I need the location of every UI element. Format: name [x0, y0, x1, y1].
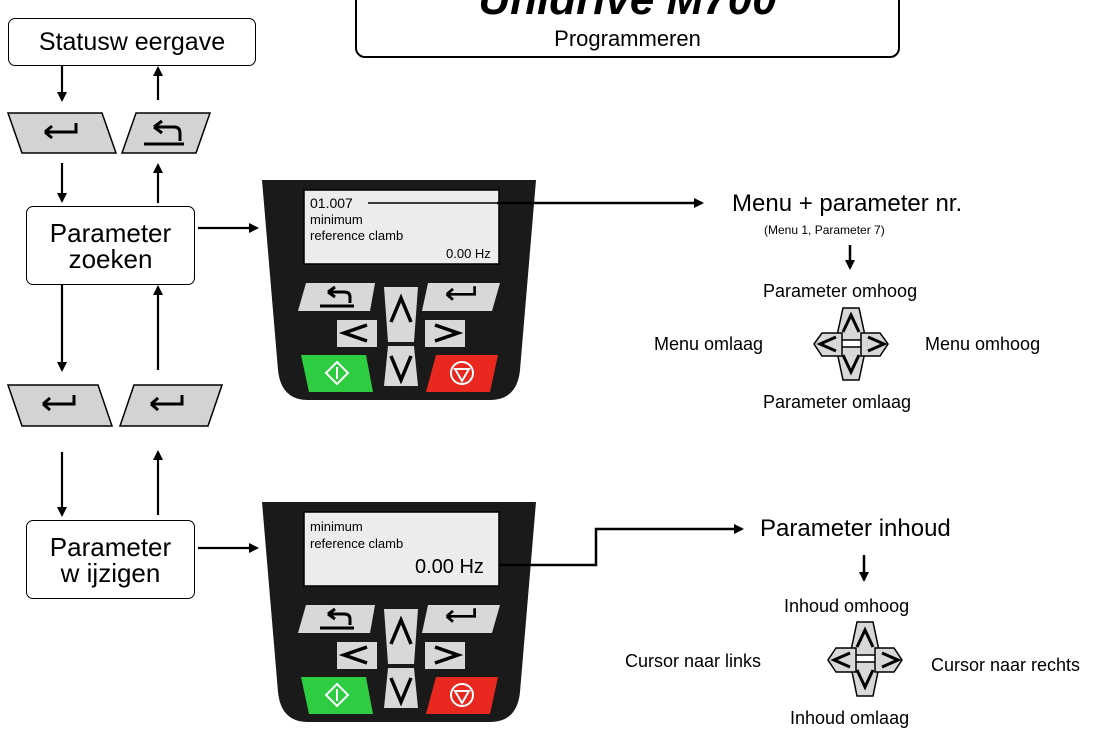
- stop-key-pad1: [426, 355, 498, 392]
- up-arrow-icon: [389, 293, 413, 323]
- keypad-1: [262, 180, 536, 400]
- nav2-right-label: Cursor naar rechts: [931, 655, 1081, 675]
- back-icon: [144, 119, 184, 146]
- start-icon: [324, 682, 350, 708]
- nav1-left-label: Menu omlaag: [654, 334, 764, 354]
- title-subtitle: Programmeren: [554, 26, 701, 51]
- parameter-edit-line1: Parameter: [49, 531, 172, 562]
- enter-key-3[interactable]: [118, 384, 224, 427]
- down-arrow-icon: [389, 677, 413, 707]
- up-arrow-icon: [855, 626, 875, 648]
- lcd1-line3: reference clamb: [310, 228, 404, 243]
- nav1-right-label: Menu omhoog: [925, 334, 1041, 354]
- stop-icon: [450, 683, 474, 707]
- back-key-1[interactable]: [120, 112, 212, 154]
- nav2-down-label: Inhoud omlaag: [790, 708, 910, 728]
- left-arrow-icon: [816, 335, 837, 353]
- lcd-screen-2: [303, 511, 500, 587]
- right-arrow-icon: [881, 651, 902, 669]
- nav-cluster-2: [827, 621, 903, 697]
- enter-key-pad2: [422, 605, 500, 633]
- lcd1-line2: minimum: [310, 212, 363, 227]
- lcd2-line1: minimum: [310, 519, 363, 534]
- keypad-2: [262, 502, 536, 722]
- nav1-up-label: Parameter omhoog: [763, 281, 918, 301]
- back-icon: [320, 285, 354, 308]
- up-arrow-icon: [841, 311, 861, 333]
- lcd1-value: 0.00 Hz: [446, 246, 491, 261]
- title-brand: Unidrive M700: [478, 0, 776, 22]
- nav1-down-label: Parameter omlaag: [763, 392, 912, 412]
- lcd1-line1: 01.007: [310, 195, 353, 211]
- enter-key-1[interactable]: [6, 112, 118, 154]
- down-arrow-icon: [841, 354, 861, 376]
- parameter-edit-line2: w ijzigen: [60, 557, 161, 588]
- lcd2-value: 0.00 Hz: [415, 556, 484, 578]
- left-arrow-icon: [830, 651, 851, 669]
- nav2-heading: Parameter inhoud: [760, 515, 951, 542]
- stop-key-pad2: [426, 677, 498, 714]
- right-arrow-icon: [867, 335, 888, 353]
- parameter-edit-box: Parameter w ijzigen: [26, 520, 195, 599]
- down-arrow-icon: [389, 355, 413, 385]
- enter-key-pad1: [422, 283, 500, 311]
- status-display-box: Statusw eergavе: [8, 18, 256, 66]
- enter-key-2[interactable]: [6, 384, 114, 427]
- stop-icon: [450, 361, 474, 385]
- start-icon: [324, 360, 350, 386]
- nav2-up-label: Inhoud omhoog: [784, 596, 910, 616]
- parameter-search-box: Parameter zoeken: [26, 206, 195, 285]
- parameter-search-line1: Parameter: [49, 217, 172, 248]
- back-key-pad2: [298, 605, 375, 633]
- status-display-label: Statusw eergavе: [38, 27, 226, 56]
- left-arrow-icon: [338, 645, 368, 665]
- title-box: Unidrive M700 Programmeren: [355, 0, 900, 58]
- right-arrow-icon: [434, 645, 464, 665]
- up-arrow-icon: [389, 615, 413, 645]
- parameter-search-line2: zoeken: [68, 243, 153, 274]
- left-arrow-icon: [338, 323, 368, 343]
- nav2-left-label: Cursor naar links: [625, 651, 762, 671]
- up-key-pad2: [384, 609, 418, 664]
- flow-arrows: [57, 66, 259, 553]
- back-key-pad1: [298, 283, 375, 311]
- up-key-pad1: [384, 287, 418, 342]
- lcd2-line2: reference clamb: [310, 536, 404, 551]
- nav1-note: (Menu 1, Parameter 7): [764, 223, 885, 237]
- back-icon: [320, 607, 354, 630]
- right-arrow-icon: [434, 323, 464, 343]
- nav1-heading: Menu + parameter nr.: [732, 190, 963, 217]
- nav-cluster-1: [813, 307, 889, 381]
- down-arrow-icon: [855, 669, 875, 691]
